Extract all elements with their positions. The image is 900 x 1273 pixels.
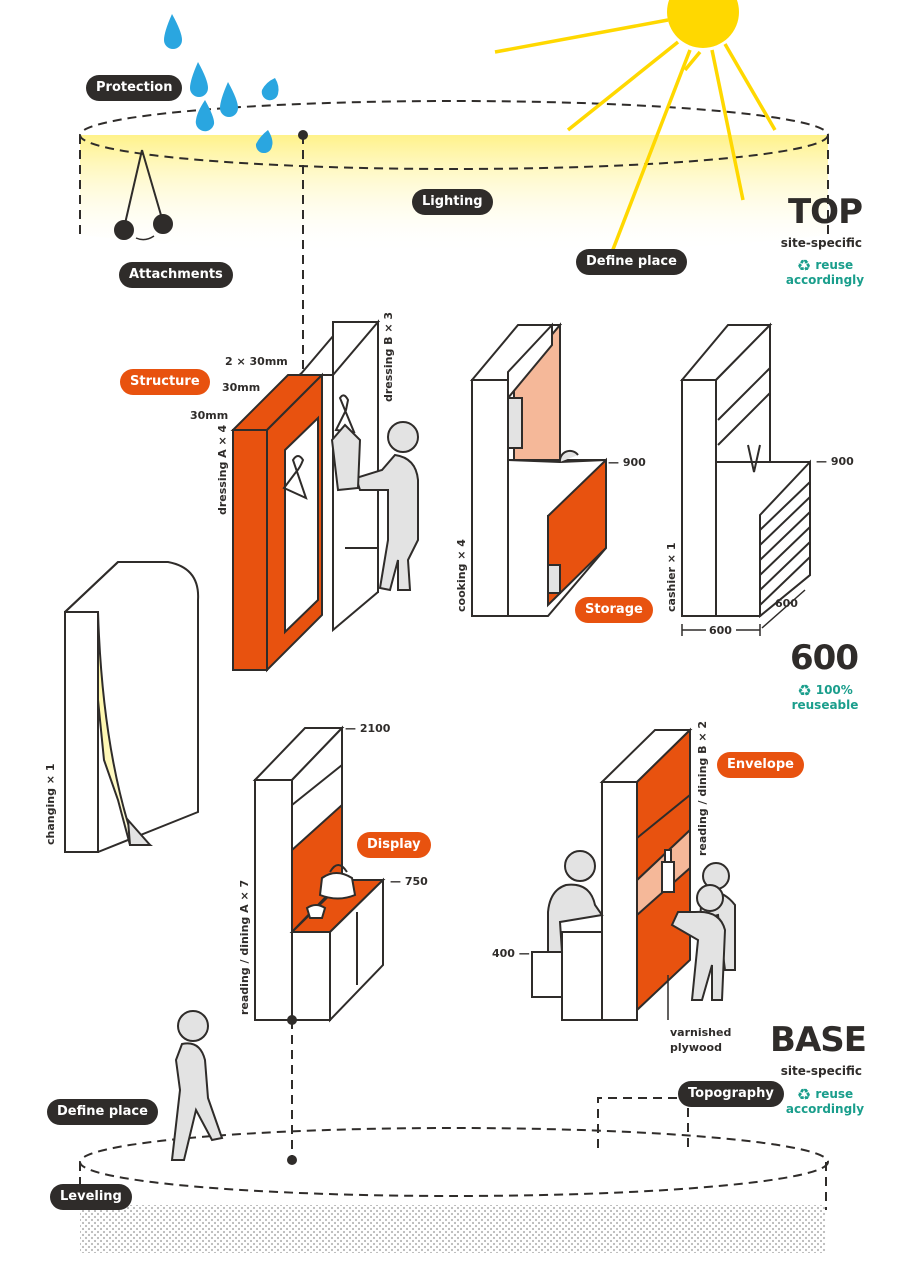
- material-note: varnished plywood: [670, 1026, 732, 1054]
- label-dressing-b: dressing B × 3: [382, 311, 395, 402]
- top-heading: TOP: [787, 192, 863, 232]
- base-reuse-text: reuse accordingly: [785, 1087, 865, 1116]
- top-reuse-text: reuse accordingly: [785, 258, 865, 287]
- tag-protection: Protection: [86, 75, 183, 101]
- base-heading: BASE: [770, 1020, 867, 1060]
- top-canopy: [79, 100, 829, 255]
- tag-envelope: Envelope: [717, 752, 804, 778]
- walking-person-icon: [170, 1010, 224, 1161]
- tag-topography: Topography: [678, 1081, 784, 1107]
- recycle-icon: ♻: [797, 681, 812, 700]
- dim-depth-600: 600: [775, 597, 798, 610]
- base-connector: [287, 1015, 297, 1165]
- base-platform: [79, 1097, 829, 1253]
- label-reading-a: reading / dining A × 7: [238, 879, 251, 1015]
- kettle-icon: [305, 864, 357, 919]
- hanger-icon: [282, 394, 356, 500]
- seated-person-icon: [547, 850, 736, 1001]
- label-cashier: cashier × 1: [665, 542, 678, 612]
- dim-900-cashier: — 900: [816, 455, 854, 468]
- dim-750: — 750: [390, 875, 428, 888]
- label-reading-b: reading / dining B × 2: [696, 720, 709, 856]
- dim-width-600: 600: [709, 624, 732, 637]
- dimension-lines: [681, 589, 806, 636]
- tag-display: Display: [357, 832, 431, 858]
- base-subheading: site-specific: [780, 1064, 862, 1078]
- top-subheading: site-specific: [780, 236, 862, 250]
- dressing-a-module: [230, 372, 325, 673]
- reading-dining-a-module: [252, 725, 386, 1023]
- bottle-icon: [661, 849, 675, 893]
- top-reuse-note: ♻ reuse accordingly: [770, 258, 880, 288]
- changing-module: [64, 561, 200, 853]
- dim-400: 400 —: [492, 947, 530, 960]
- tag-define-place-base: Define place: [47, 1099, 158, 1125]
- tag-storage: Storage: [575, 597, 653, 623]
- pendant-lamps: [114, 149, 173, 241]
- dim-30-b: 30mm: [190, 409, 229, 422]
- label-dressing-a: dressing A × 4: [216, 424, 229, 515]
- dim-900-cooking: — 900: [608, 456, 646, 469]
- module-heading: 600: [790, 638, 859, 678]
- rain-drop-icon: [164, 14, 279, 154]
- sun-icon: [494, 0, 777, 253]
- tag-define-place-top: Define place: [576, 249, 687, 275]
- recycle-icon: ♻: [796, 256, 812, 275]
- label-changing: changing × 1: [44, 763, 57, 846]
- module-reuse-note: ♻ 100% reuseable: [770, 683, 880, 713]
- tag-lighting: Lighting: [412, 189, 493, 215]
- dim-two-by-30: 2 × 30mm: [225, 355, 288, 368]
- tag-attachments: Attachments: [119, 262, 233, 288]
- cashier-module: [679, 322, 811, 619]
- dim-2100: — 2100: [345, 722, 391, 735]
- person-icon: [330, 421, 419, 592]
- reading-dining-b-module: [531, 727, 693, 1021]
- tag-structure: Structure: [120, 369, 210, 395]
- recycle-icon: ♻: [796, 1085, 812, 1104]
- label-cooking: cooking × 4: [455, 539, 468, 612]
- tag-leveling: Leveling: [50, 1184, 132, 1210]
- module-reuse-text: 100% reuseable: [791, 683, 859, 712]
- dim-30-a: 30mm: [222, 381, 261, 394]
- base-reuse-note: ♻ reuse accordingly: [770, 1087, 880, 1117]
- cooking-module: [469, 322, 607, 617]
